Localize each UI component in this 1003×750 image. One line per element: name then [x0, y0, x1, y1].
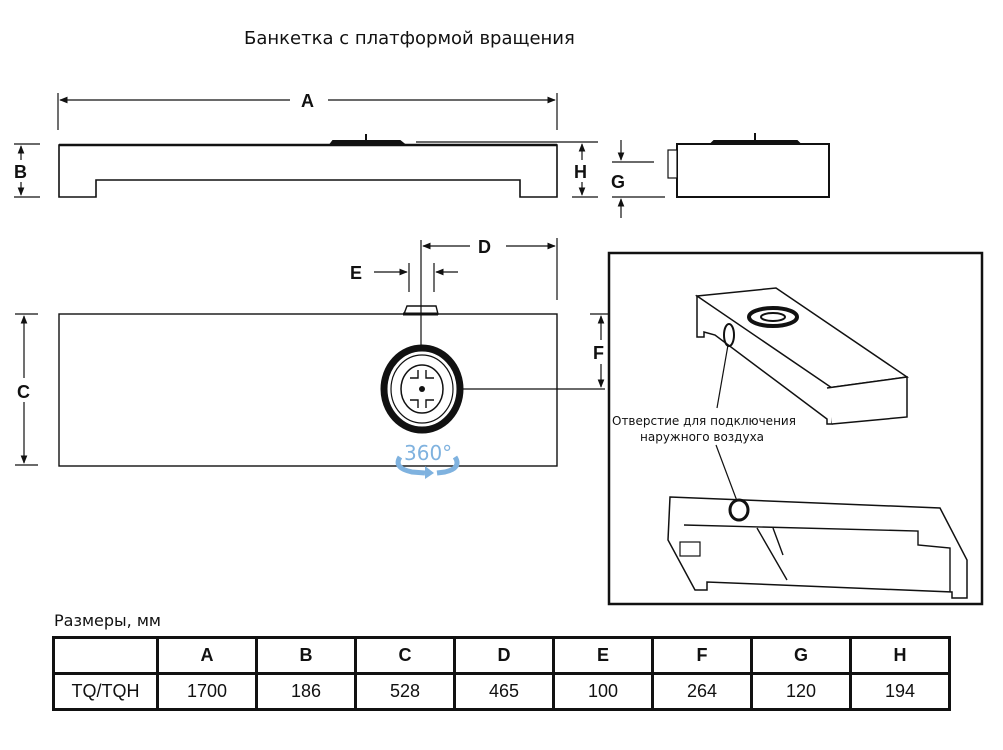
rotation-arrow-right	[436, 455, 460, 476]
header-model	[52, 636, 159, 675]
callout-text-line2: наружного воздуха	[640, 430, 764, 444]
iso-air-inlet-top	[723, 323, 735, 347]
dim-label-f: F	[593, 343, 604, 363]
dim-label-b: B	[14, 162, 27, 182]
iso-bottom-bench-panel	[679, 541, 701, 557]
header-g: G	[750, 636, 852, 675]
header-a: A	[156, 636, 258, 675]
dim-label-g: G	[611, 172, 625, 192]
rotation-wheel-center	[419, 386, 425, 392]
side-view	[612, 133, 830, 218]
callout-leader-bottom	[715, 444, 738, 502]
callout-leader-top	[716, 344, 729, 409]
dim-label-c: C	[17, 382, 30, 402]
rotation-arrowhead-left	[425, 466, 434, 479]
dim-label-h: H	[574, 162, 587, 182]
technical-drawing: 360° A B H G D E C F Отверстие для подкл…	[14, 91, 984, 606]
top-view	[15, 238, 608, 467]
iso-rotation-platform	[747, 306, 799, 328]
rotation-wheel-rim	[390, 354, 454, 424]
cell-d: 465	[453, 672, 555, 711]
header-e: E	[552, 636, 654, 675]
iso-rotation-platform-inner	[760, 312, 786, 322]
rotation-wheel-hub	[400, 364, 444, 414]
iso-bottom-bench-inner	[683, 524, 951, 592]
table-header-row: A B C D E F G H	[52, 636, 951, 675]
isometric-inset	[607, 251, 984, 606]
dim-label-e: E	[350, 263, 362, 283]
dim-label-d: D	[478, 237, 491, 257]
table-caption: Размеры, мм	[54, 611, 161, 630]
callout-text-line1: Отверстие для подключения	[612, 414, 796, 428]
air-inlet-side	[667, 149, 678, 179]
cell-a: 1700	[156, 672, 258, 711]
header-d: D	[453, 636, 555, 675]
rotation-360-label: 360°	[404, 441, 452, 465]
header-c: C	[354, 636, 456, 675]
dim-label-a: A	[301, 91, 314, 111]
bench-side-body	[676, 143, 830, 198]
rotation-platform-side	[710, 140, 801, 145]
front-view	[14, 93, 598, 198]
dimensions-table: A B C D E F G H TQ/TQH 1700 186 528 465 …	[52, 636, 951, 711]
cell-c: 528	[354, 672, 456, 711]
cell-e: 100	[552, 672, 654, 711]
rotation-wheel-spokes	[410, 370, 434, 408]
bench-front-body	[58, 144, 558, 198]
header-f: F	[651, 636, 753, 675]
header-h: H	[849, 636, 951, 675]
cell-f: 264	[651, 672, 753, 711]
table-row: TQ/TQH 1700 186 528 465 100 264 120 194	[52, 672, 951, 711]
cell-b: 186	[255, 672, 357, 711]
rotation-360-indicator: 360°	[395, 441, 460, 479]
bench-top-body	[58, 313, 558, 467]
header-b: B	[255, 636, 357, 675]
cell-g: 120	[750, 672, 852, 711]
rotation-platform-front	[329, 140, 406, 146]
cell-model: TQ/TQH	[52, 672, 159, 711]
iso-air-inlet-bottom	[728, 498, 750, 522]
iso-bottom-bench-channel	[756, 527, 788, 581]
iso-top-bench-end	[826, 376, 908, 425]
cell-h: 194	[849, 672, 951, 711]
diagram-title: Банкетка с платформой вращения	[244, 28, 575, 49]
iso-bottom-bench-outline	[667, 496, 968, 599]
rotation-arrow-left	[395, 455, 426, 476]
